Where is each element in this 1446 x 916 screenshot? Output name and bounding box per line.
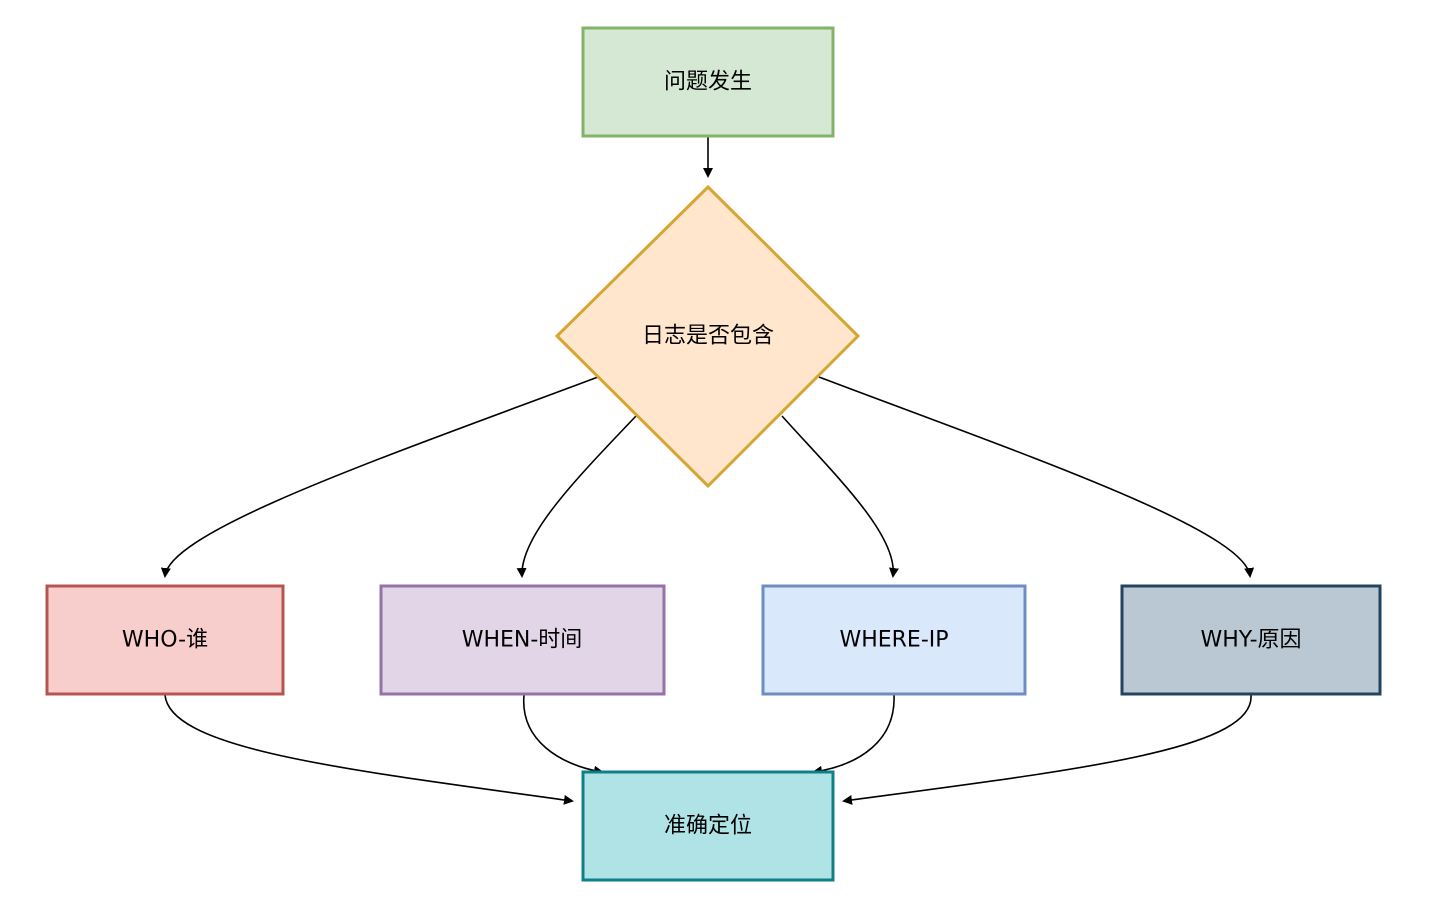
node-why: WHY-原因 <box>1120 584 1382 696</box>
node-why-label: WHY-原因 <box>1200 628 1301 653</box>
node-why-box <box>1120 584 1382 696</box>
edges <box>160 137 1255 805</box>
node-start-box <box>581 26 835 138</box>
node-start: 问题发生 <box>581 26 835 138</box>
node-start-label: 问题发生 <box>664 70 752 95</box>
edge-where-to-result <box>812 694 895 776</box>
node-decision-diamond <box>554 184 861 489</box>
node-who-box <box>45 584 285 696</box>
edge-decision-to-who <box>160 376 599 578</box>
edge-decision-to-when <box>516 415 637 578</box>
edge-decision-to-why <box>818 376 1255 578</box>
node-when: WHEN-时间 <box>379 584 666 696</box>
node-decision-label: 日志是否包含 <box>642 324 774 349</box>
edge-why-to-result <box>842 694 1252 805</box>
node-result-box <box>581 770 835 882</box>
node-who-label: WHO-谁 <box>122 628 208 653</box>
node-when-label: WHEN-时间 <box>462 628 583 653</box>
node-result: 准确定位 <box>581 770 835 882</box>
edge-who-to-result <box>164 694 574 805</box>
node-result-label: 准确定位 <box>664 814 752 839</box>
node-where-label: WHERE-IP <box>839 628 948 653</box>
node-who: WHO-谁 <box>45 584 285 696</box>
node-when-box <box>379 584 666 696</box>
node-decision: 日志是否包含 <box>554 184 861 489</box>
edge-when-to-result <box>523 694 604 776</box>
node-where-box <box>761 584 1027 696</box>
edge-decision-to-where <box>781 415 899 578</box>
node-where: WHERE-IP <box>761 584 1027 696</box>
